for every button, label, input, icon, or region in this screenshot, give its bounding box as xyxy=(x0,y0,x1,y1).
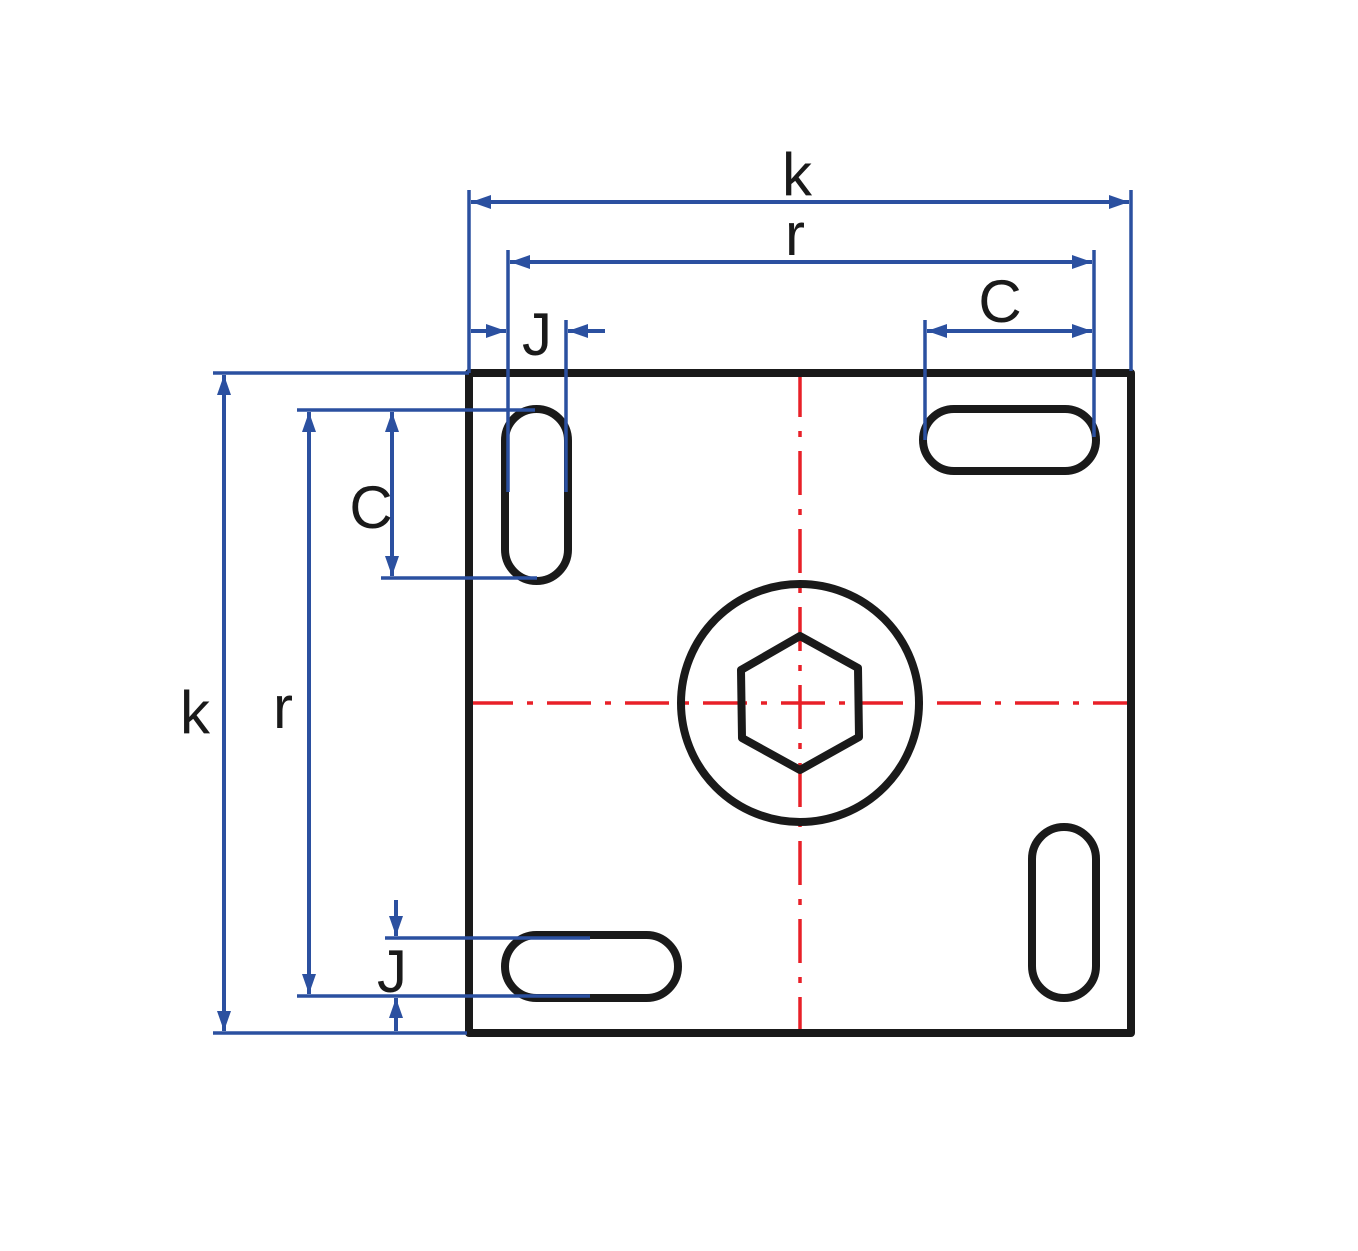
label-c-left: C xyxy=(349,474,392,541)
center-boss-circle xyxy=(677,580,923,826)
label-r-top: r xyxy=(785,201,805,268)
label-j-top: J xyxy=(522,301,552,368)
hex-socket xyxy=(737,632,863,774)
label-r-left: r xyxy=(273,674,293,741)
label-c-top: C xyxy=(978,268,1021,335)
top-dimensions: k r C J xyxy=(467,141,1133,492)
label-k-top: k xyxy=(782,141,813,208)
label-j-left: J xyxy=(377,938,407,1005)
slot-top-right xyxy=(919,405,1100,475)
slot-bottom-right xyxy=(1028,823,1100,1002)
left-dimensions: k r C J xyxy=(180,371,590,1035)
slot-top-left xyxy=(501,405,572,585)
slot-bottom-left xyxy=(501,931,682,1002)
plate-outline xyxy=(465,369,1135,1037)
label-k-left: k xyxy=(180,679,211,746)
